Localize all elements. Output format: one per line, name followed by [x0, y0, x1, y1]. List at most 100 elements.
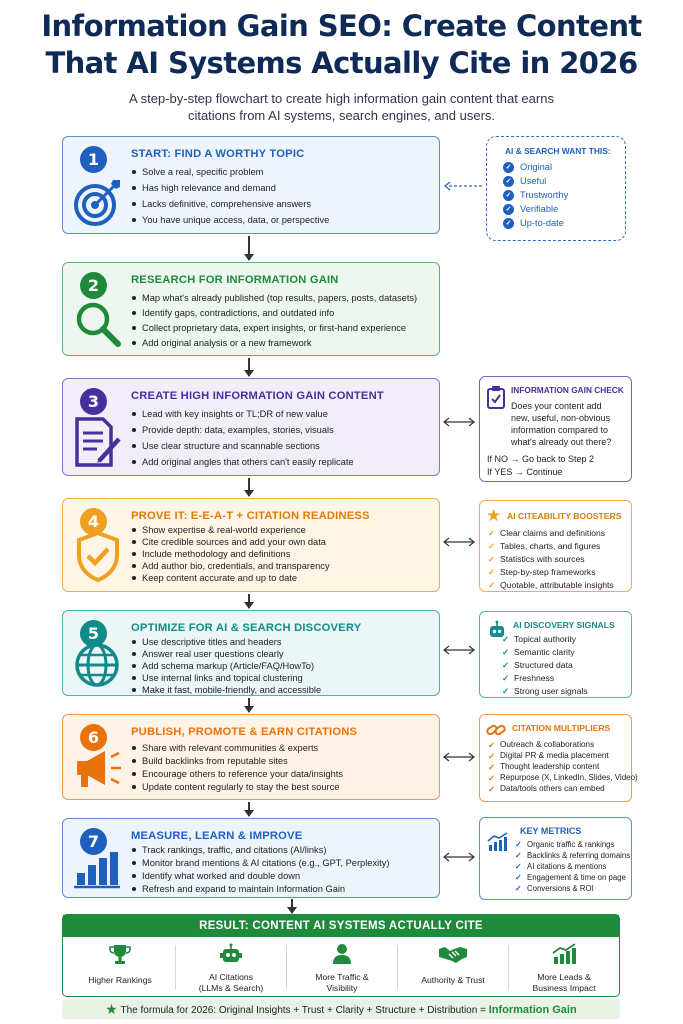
step-3-bullet-1: Lead with key insights or TL;DR of new v… — [131, 409, 354, 419]
step-3-bullet-4: Add original angles that others can't ea… — [131, 457, 354, 467]
step-2-bullet-3: Collect proprietary data, expert insight… — [131, 323, 417, 333]
signals-title: AI DISCOVERY SIGNALS — [513, 620, 615, 630]
multiplier-item-5: ✓Data/tools others can embed — [488, 784, 605, 794]
step-6-bullet-1: Share with relevant communities & expert… — [131, 743, 343, 753]
step-3-box: 3 CREATE HIGH INFORMATION GAIN CONTENT L… — [62, 378, 440, 476]
signal-item-4: ✓Freshness — [502, 673, 555, 683]
want-item-3: ✓Trustworthy — [503, 190, 568, 201]
step-7-bullet-1: Track rankings, traffic, and citations (… — [131, 845, 390, 855]
formula-text: The formula for 2026: Original Insights … — [120, 1005, 486, 1016]
megaphone-icon — [73, 745, 125, 796]
citation-multipliers-box: CITATION MULTIPLIERS ✓Outreach & collabo… — [479, 714, 638, 802]
step-1-bullet-1: Solve a real, specific problem — [131, 167, 329, 177]
step-6-heading: PUBLISH, PROMOTE & EARN CITATIONS — [131, 726, 358, 738]
flow-arrow-5-6 — [244, 698, 254, 713]
metric-item-5: ✓Conversions & ROI — [515, 884, 594, 893]
want-item-2: ✓Useful — [503, 176, 568, 187]
result-item-1-label: Higher Rankings — [88, 975, 152, 985]
step-1-bullet-4: You have unique access, data, or perspec… — [131, 215, 329, 225]
result-separator — [175, 945, 176, 989]
step-4-bullet-3: Include methodology and definitions — [131, 549, 330, 559]
step-5-bullet-4: Use internal links and topical clusterin… — [131, 673, 321, 683]
step-6-box: 6 PUBLISH, PROMOTE & EARN CITATIONS Shar… — [62, 714, 440, 800]
double-arrow-3 — [443, 417, 475, 427]
check-question-line-3: information compared to — [511, 425, 609, 435]
step-3-bullet-3: Use clear structure and scannable sectio… — [131, 441, 354, 451]
double-arrow-4 — [443, 537, 475, 547]
booster-item-1: ✓Clear claims and definitions — [488, 528, 606, 538]
want-item-1: ✓Original — [503, 162, 568, 173]
step-3-bullet-2: Provide depth: data, examples, stories, … — [131, 425, 354, 435]
page-subtitle: A step-by-step flowchart to create high … — [70, 90, 613, 124]
check-circle-icon: ✓ — [503, 190, 514, 201]
step-4-number: 4 — [80, 508, 107, 535]
check-circle-icon: ✓ — [503, 162, 514, 173]
step-2-bullet-1: Map what's already published (top result… — [131, 293, 417, 303]
step-1-box: 1 START: FIND A WORTHY TOPIC Solve a rea… — [62, 136, 440, 234]
flow-arrow-1-2 — [244, 236, 254, 261]
multiplier-item-3: ✓Thought leadership content — [488, 762, 600, 772]
step-7-bullet-4: Refresh and expand to maintain Informati… — [131, 884, 390, 894]
want-item-4: ✓Verifiable — [503, 204, 568, 215]
booster-item-2: ✓Tables, charts, and figures — [488, 541, 601, 551]
trend-chart-icon — [487, 832, 509, 857]
target-icon — [73, 177, 123, 232]
step-7-number: 7 — [80, 828, 107, 855]
page-title: Information Gain SEO: Create Content Tha… — [0, 8, 683, 82]
document-edit-icon — [73, 415, 123, 474]
result-separator — [508, 945, 509, 989]
bar-chart-icon — [73, 849, 121, 894]
formula-footer: ★ The formula for 2026: Original Insight… — [62, 999, 620, 1019]
result-item-leads: More Leads &Business Impact — [511, 939, 617, 995]
step-4-bullet-5: Keep content accurate and up to date — [131, 573, 330, 583]
star-icon: ★ — [486, 506, 502, 525]
booster-item-5: ✓Quotable, attributable insights — [488, 580, 614, 590]
result-heading: RESULT: CONTENT AI SYSTEMS ACTUALLY CITE — [63, 915, 619, 937]
magnifier-icon — [73, 299, 123, 354]
check-question: Does your content add new, useful, non-o… — [511, 400, 611, 448]
ai-search-want-title: AI & SEARCH WANT THIS: — [505, 146, 611, 156]
result-separator — [286, 945, 287, 989]
result-item-traffic: More Traffic &Visibility — [289, 939, 395, 995]
result-box: RESULT: CONTENT AI SYSTEMS ACTUALLY CITE… — [62, 914, 620, 997]
double-arrow-7 — [443, 852, 475, 862]
multiplier-item-4: ✓Repurpose (X, LinkedIn, Slides, Video) — [488, 773, 638, 783]
step-6-bullet-4: Update content regularly to stay the bes… — [131, 782, 343, 792]
step-2-box: 2 RESEARCH FOR INFORMATION GAIN Map what… — [62, 262, 440, 356]
step-4-box: 4 PROVE IT: E-E-A-T + CITATION READINESS… — [62, 498, 440, 592]
multiplier-item-2: ✓Digital PR & media placement — [488, 751, 609, 761]
step-5-bullet-3: Add schema markup (Article/FAQ/HowTo) — [131, 661, 321, 671]
step-2-heading: RESEARCH FOR INFORMATION GAIN — [131, 274, 339, 286]
metric-item-2: ✓Backlinks & referring domains — [515, 851, 631, 860]
step-4-bullet-4: Add author bio, credentials, and transpa… — [131, 561, 330, 571]
step-1-bullet-2: Has high relevance and demand — [131, 183, 329, 193]
step-5-heading: OPTIMIZE FOR AI & SEARCH DISCOVERY — [131, 622, 362, 634]
title-line-2: That AI Systems Actually Cite in 2026 — [45, 46, 638, 80]
result-item-4-label: Authority & Trust — [421, 975, 485, 985]
dashed-arrow-left — [443, 181, 483, 191]
handshake-icon — [439, 947, 467, 963]
title-line-1: Information Gain SEO: Create Content — [41, 9, 642, 43]
check-circle-icon: ✓ — [503, 176, 514, 187]
check-yes-line: If YES → Continue — [487, 467, 563, 477]
multiplier-item-1: ✓Outreach & collaborations — [488, 740, 595, 750]
result-separator — [397, 945, 398, 989]
growth-chart-icon — [552, 943, 576, 964]
globe-icon — [73, 641, 121, 694]
step-1-bullet-3: Lacks definitive, comprehensive answers — [131, 199, 329, 209]
trophy-icon — [109, 945, 131, 964]
signal-item-1: ✓Topical authority — [502, 634, 577, 644]
double-arrow-6 — [443, 752, 475, 762]
step-5-bullet-1: Use descriptive titles and headers — [131, 637, 321, 647]
signal-item-5: ✓Strong user signals — [502, 686, 588, 696]
signal-item-2: ✓Semantic clarity — [502, 647, 575, 657]
formula-highlight: Information Gain — [488, 1004, 577, 1016]
flow-arrow-4-5 — [244, 594, 254, 609]
link-icon — [486, 721, 506, 744]
want-item-5: ✓Up-to-date — [503, 218, 568, 229]
flow-arrow-3-4 — [244, 478, 254, 497]
step-5-bullet-5: Make it fast, mobile-friendly, and acces… — [131, 685, 321, 695]
metric-item-1: ✓Organic traffic & rankings — [515, 840, 615, 849]
check-circle-icon: ✓ — [503, 218, 514, 229]
ai-citeability-boosters-box: ★ AI CITEABILITY BOOSTERS ✓Clear claims … — [479, 500, 632, 592]
